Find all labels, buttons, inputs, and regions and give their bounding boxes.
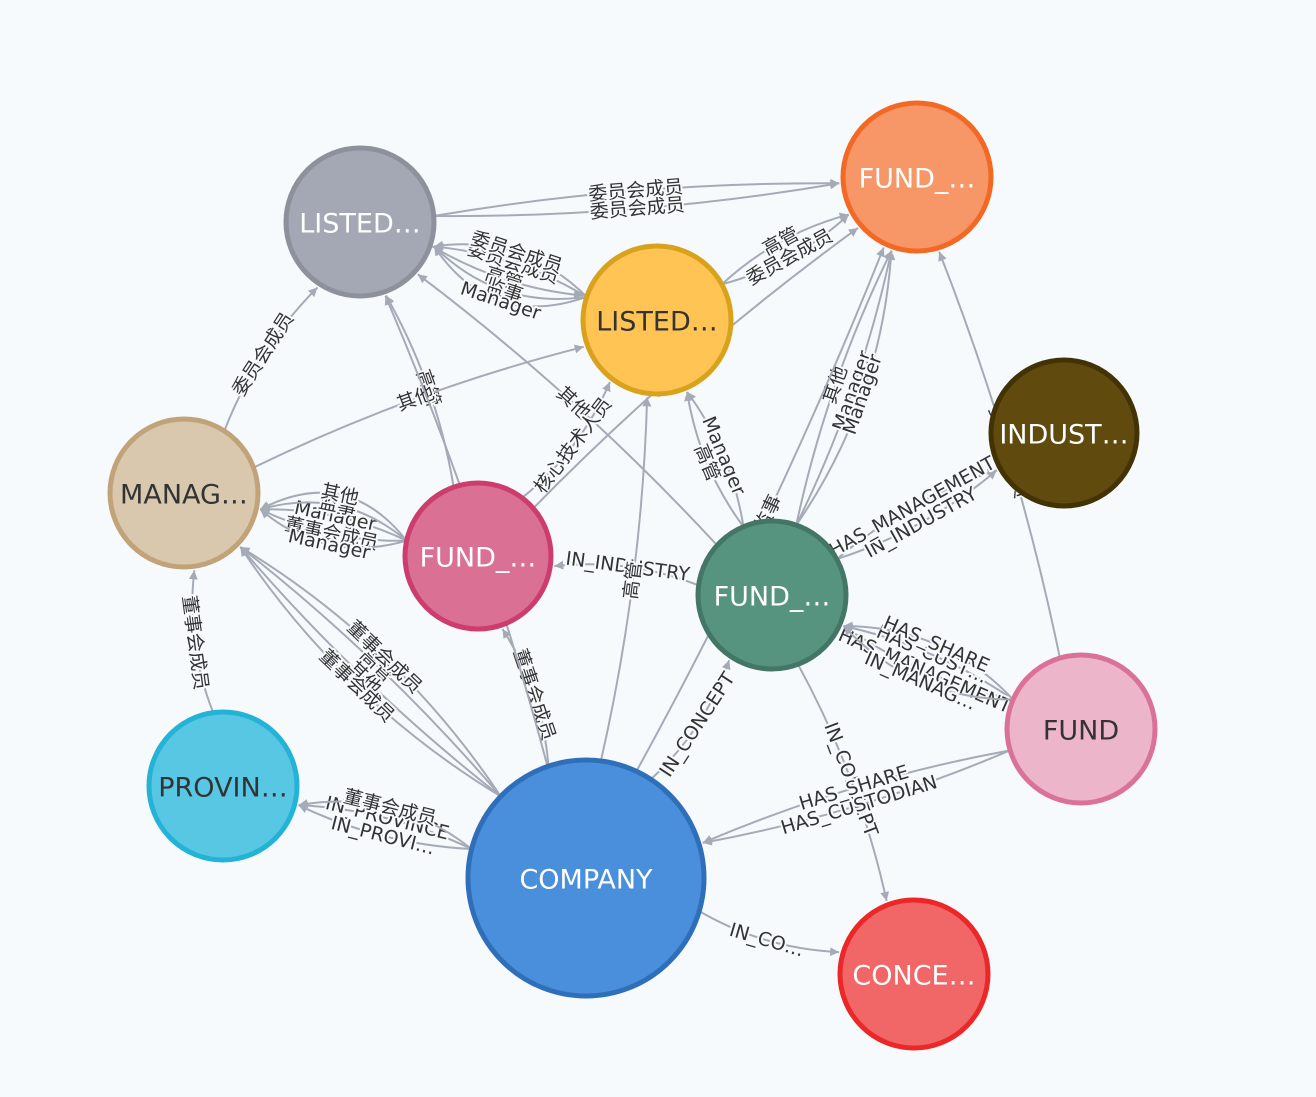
relationship-label: 董事会成员 — [509, 646, 560, 743]
node-circle[interactable] — [146, 709, 300, 863]
relationship-edge[interactable] — [795, 250, 893, 526]
relationship-edge[interactable] — [385, 295, 455, 488]
relationship-edge[interactable] — [521, 381, 611, 499]
node-fund-green[interactable]: FUND_… — [695, 518, 849, 672]
node-circle[interactable] — [402, 480, 554, 632]
relationship-edge[interactable] — [702, 749, 1011, 844]
relationship-edge[interactable] — [429, 244, 584, 300]
relationship-edge[interactable] — [795, 250, 896, 526]
relationship-edge[interactable] — [223, 286, 319, 432]
node-company[interactable]: COMPANY — [465, 757, 707, 999]
relationship-edge[interactable] — [842, 625, 1014, 701]
node-label: LISTED… — [596, 307, 718, 338]
relationship-edge[interactable] — [259, 508, 407, 542]
node-label: FUND_… — [859, 164, 976, 195]
relationship-edge[interactable] — [298, 799, 473, 850]
relationship-edge[interactable] — [417, 273, 718, 547]
relationship-edge[interactable] — [260, 504, 408, 542]
node-circle[interactable] — [465, 757, 707, 999]
relationship-edge[interactable] — [843, 621, 1014, 701]
node-circle[interactable] — [695, 518, 849, 672]
relationship-edge[interactable] — [239, 546, 502, 798]
node-fund-orange[interactable]: FUND_… — [840, 100, 994, 254]
node-fund-pink[interactable]: FUND_… — [402, 480, 554, 632]
relationship-edge[interactable] — [843, 623, 1014, 701]
relationship-edge[interactable] — [433, 180, 840, 218]
relationship-label: 高管 — [620, 560, 647, 601]
relationship-edge[interactable] — [836, 469, 998, 561]
relationship-label: 其他 — [394, 382, 437, 416]
node-listed-b[interactable]: LISTED… — [580, 243, 734, 397]
relationship-label: 委员会成员 — [228, 308, 298, 400]
relationship-edge[interactable] — [259, 508, 407, 549]
nodes-layer: COMPANY LISTED… LISTED… FUND_… INDUST… MANAG…… — [107, 100, 1158, 1051]
relationship-label: IN_CONCEPT — [655, 668, 740, 781]
relationship-edge[interactable] — [702, 749, 1011, 846]
relationship-edge[interactable] — [259, 501, 408, 542]
relationship-edge[interactable] — [698, 910, 840, 957]
relationship-edge[interactable] — [298, 804, 472, 851]
relationship-edge[interactable] — [298, 801, 473, 850]
node-label: LISTED… — [299, 209, 421, 240]
relationship-edge[interactable] — [433, 240, 588, 298]
node-fund[interactable]: FUND — [1004, 652, 1158, 806]
relationship-edge[interactable] — [650, 659, 731, 781]
node-industry[interactable]: INDUST… — [988, 357, 1140, 509]
relationship-edge[interactable] — [253, 344, 584, 469]
relationship-edge[interactable] — [239, 546, 502, 798]
relationship-edge[interactable] — [433, 242, 588, 298]
node-circle[interactable] — [107, 416, 261, 570]
node-circle[interactable] — [840, 100, 994, 254]
node-province[interactable]: PROVIN… — [146, 709, 300, 863]
relationship-edge[interactable] — [433, 245, 588, 308]
relationship-edge[interactable] — [433, 178, 840, 218]
node-circle[interactable] — [837, 897, 991, 1051]
node-label: COMPANY — [519, 865, 653, 896]
node-manager[interactable]: MANAG… — [107, 416, 261, 570]
node-label: FUND_… — [420, 543, 537, 574]
relationship-edge[interactable] — [433, 245, 587, 300]
relationship-edge[interactable] — [797, 663, 890, 902]
relationship-edge[interactable] — [721, 213, 850, 286]
relationship-edge[interactable] — [684, 391, 745, 528]
relationship-edge[interactable] — [188, 570, 215, 714]
node-label: MANAG… — [120, 480, 248, 511]
relationship-edge[interactable] — [501, 628, 550, 767]
node-circle[interactable] — [1004, 652, 1158, 806]
node-listed-a[interactable]: LISTED… — [283, 145, 437, 299]
relationship-label: HAS_MANAGEMENT — [826, 452, 1000, 562]
relationship-edge[interactable] — [721, 212, 849, 286]
node-circle[interactable] — [988, 357, 1140, 509]
node-label: PROVIN… — [158, 773, 287, 804]
relationship-edge[interactable] — [836, 468, 997, 560]
relationship-edge[interactable] — [599, 397, 652, 762]
node-label: CONCE… — [852, 961, 975, 992]
relationship-label: IN_CO… — [727, 919, 807, 962]
node-circle[interactable] — [283, 145, 437, 299]
node-label: FUND — [1043, 716, 1119, 747]
node-label: INDUST… — [999, 420, 1128, 451]
relationship-edge[interactable] — [554, 560, 700, 587]
node-concept[interactable]: CONCE… — [837, 897, 991, 1051]
relationship-edge[interactable] — [795, 250, 894, 526]
node-label: FUND_… — [714, 582, 831, 613]
relationship-edge[interactable] — [259, 491, 408, 542]
relationship-edge[interactable] — [686, 391, 745, 527]
relationship-edge[interactable] — [239, 546, 502, 797]
relationship-edge[interactable] — [635, 247, 885, 772]
relationship-edge[interactable] — [842, 625, 1014, 701]
node-circle[interactable] — [580, 243, 734, 397]
relationship-label: 董事会成员 — [178, 594, 212, 691]
relationship-edge[interactable] — [239, 546, 502, 798]
